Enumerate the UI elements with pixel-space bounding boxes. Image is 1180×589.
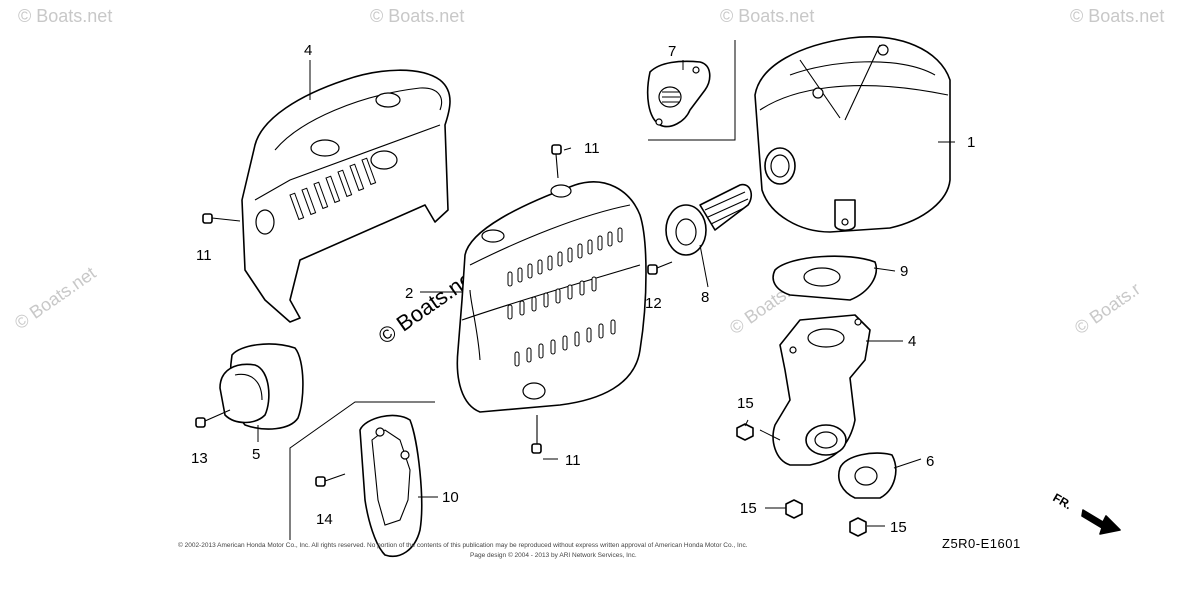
callout-11-top: 11 — [584, 140, 600, 157]
part-1-muffler — [754, 36, 951, 233]
copyright-line-2: Page design © 2004 - 2013 by ARI Network… — [470, 551, 637, 559]
callout-7: 7 — [668, 43, 676, 60]
front-direction-marker: FR. — [1051, 490, 1121, 535]
callout-5: 5 — [252, 446, 260, 463]
guide-line-left — [289, 401, 435, 540]
callouts: 4 2 1 4 5 6 7 8 9 10 11 11 11 12 13 14 1… — [191, 42, 975, 536]
bolt-14 — [315, 473, 346, 487]
part-3-muffler-protector — [241, 69, 451, 323]
part-2-vent-slots-middle — [507, 276, 597, 320]
callout-15-top: 15 — [737, 395, 754, 412]
bolt-11-left — [202, 213, 241, 224]
part-5-exhaust-cover — [219, 343, 304, 430]
callout-8: 8 — [701, 289, 709, 306]
watermark-right-edge: © Boats.r — [1071, 279, 1144, 339]
nut-15-bottom — [849, 517, 867, 537]
box-bracket-7 — [648, 40, 736, 141]
part-2-vent-slots-upper — [507, 227, 623, 287]
watermark-top-left: © Boats.net — [18, 6, 112, 26]
callout-14: 14 — [316, 511, 333, 528]
fr-arrow-icon — [1081, 509, 1121, 535]
part-9-gasket — [772, 255, 877, 301]
callout-2: 2 — [405, 285, 413, 302]
callout-11-left: 11 — [196, 247, 212, 264]
bolt-12 — [647, 261, 673, 275]
callout-11-bottom: 11 — [565, 452, 581, 469]
part-10-heat-shield — [359, 414, 423, 557]
fr-label: FR. — [1051, 490, 1075, 512]
part-6-gasket — [838, 452, 897, 499]
callout-3: 4 — [304, 42, 312, 59]
part-4-exhaust-joint — [772, 314, 871, 466]
leader-lines — [257, 60, 955, 527]
watermark-top-4: © Boats.net — [1070, 6, 1164, 26]
part-3-vent-slots — [289, 157, 377, 221]
part-8-mesh — [704, 191, 749, 225]
bolt-11-top — [551, 144, 562, 179]
nut-15-top — [736, 423, 754, 441]
watermark-top-3: © Boats.net — [720, 6, 814, 26]
callout-10: 10 — [442, 489, 459, 506]
part-7-exhaust-screen — [646, 60, 711, 128]
bolt-11-bottom — [531, 415, 542, 454]
copyright-line-1: © 2002-2013 American Honda Motor Co., In… — [178, 541, 748, 549]
fasteners — [195, 144, 867, 537]
nut-15-mid — [785, 499, 803, 519]
callout-12: 12 — [645, 295, 662, 312]
callout-6: 6 — [926, 453, 934, 470]
watermark-top-2: © Boats.net — [370, 6, 464, 26]
footer-copyright: © 2002-2013 American Honda Motor Co., In… — [178, 541, 748, 559]
callout-1: 1 — [967, 134, 975, 151]
part-8-spark-arrester — [665, 183, 752, 256]
callout-4: 4 — [908, 333, 916, 350]
watermark-left-edge: © Boats.net — [11, 263, 100, 333]
callout-15-mid: 15 — [740, 500, 757, 517]
bolt-13 — [195, 409, 231, 428]
callout-13: 13 — [191, 450, 208, 467]
diagram-code: Z5R0-E1601 — [942, 536, 1021, 551]
part-2-muffler-protector — [456, 181, 647, 413]
callout-9: 9 — [900, 263, 908, 280]
callout-15-bottom: 15 — [890, 519, 907, 536]
part-2-vent-slots-lower — [514, 319, 616, 367]
